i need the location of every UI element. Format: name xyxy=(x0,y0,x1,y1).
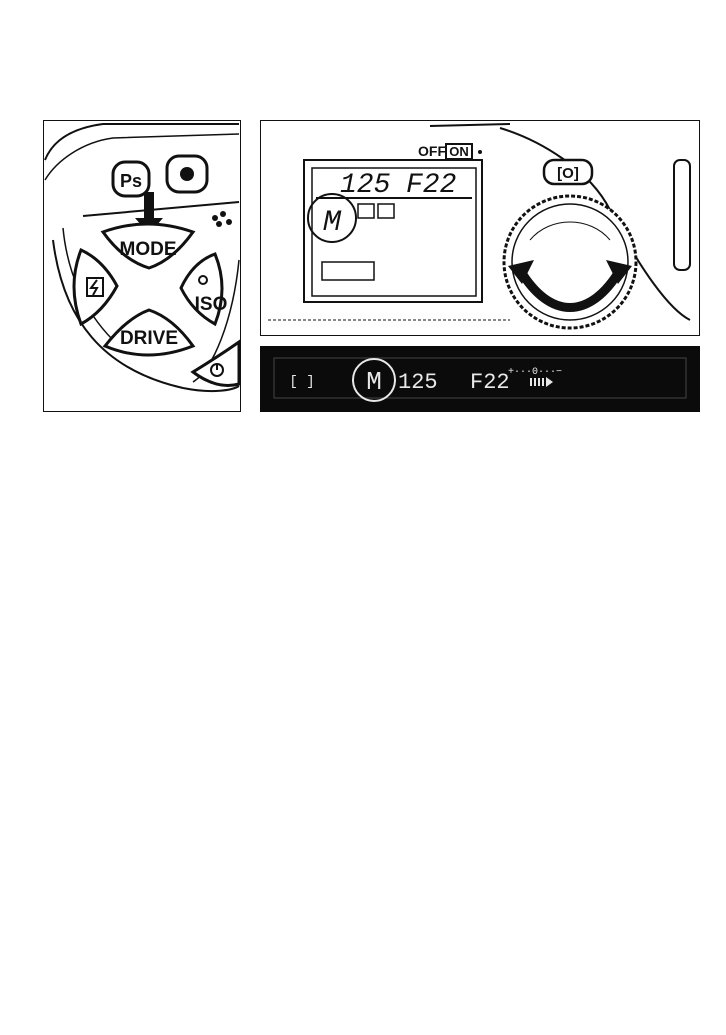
power-switch[interactable]: OFF ON xyxy=(418,143,482,159)
lcd-exposure-mode: M xyxy=(323,206,342,240)
viewfinder-illustration: [ ] M 125 F22 +···0···− xyxy=(260,346,700,412)
vf-aperture: F22 xyxy=(470,370,510,395)
ps-button-label: Ps xyxy=(120,171,142,191)
vf-shutter-speed: 125 xyxy=(398,370,438,395)
metering-button-label: [O] xyxy=(557,165,579,182)
iso-button-label: ISO xyxy=(195,294,228,315)
control-button-panel: Ps MODE ISO xyxy=(43,120,241,412)
top-lcd-illustration: OFF ON 125 F22 M [O] xyxy=(260,120,700,336)
lcd-aperture: F22 xyxy=(406,170,456,201)
vf-exposure-scale: +···0···− xyxy=(508,367,562,378)
lcd-shutter-speed: 125 xyxy=(340,170,391,201)
ps-button[interactable]: Ps xyxy=(113,162,149,196)
command-dial[interactable] xyxy=(504,196,636,328)
top-lcd-panel: OFF ON 125 F22 M [O] xyxy=(260,120,700,336)
beep-icon xyxy=(478,150,482,154)
drive-button-label: DRIVE xyxy=(120,328,178,349)
power-on-label: ON xyxy=(449,144,469,159)
control-panel-illustration: Ps MODE ISO xyxy=(43,120,241,412)
vf-metering-symbol: [ ] xyxy=(289,374,314,390)
power-off-label: OFF xyxy=(418,143,446,159)
metering-button[interactable]: [O] xyxy=(544,160,592,184)
record-button[interactable] xyxy=(167,156,207,192)
viewfinder-display: [ ] M 125 F22 +···0···− xyxy=(260,346,700,412)
vf-exposure-mode: M xyxy=(366,367,382,397)
record-dot-icon xyxy=(180,167,194,181)
mode-button-label: MODE xyxy=(120,239,177,260)
